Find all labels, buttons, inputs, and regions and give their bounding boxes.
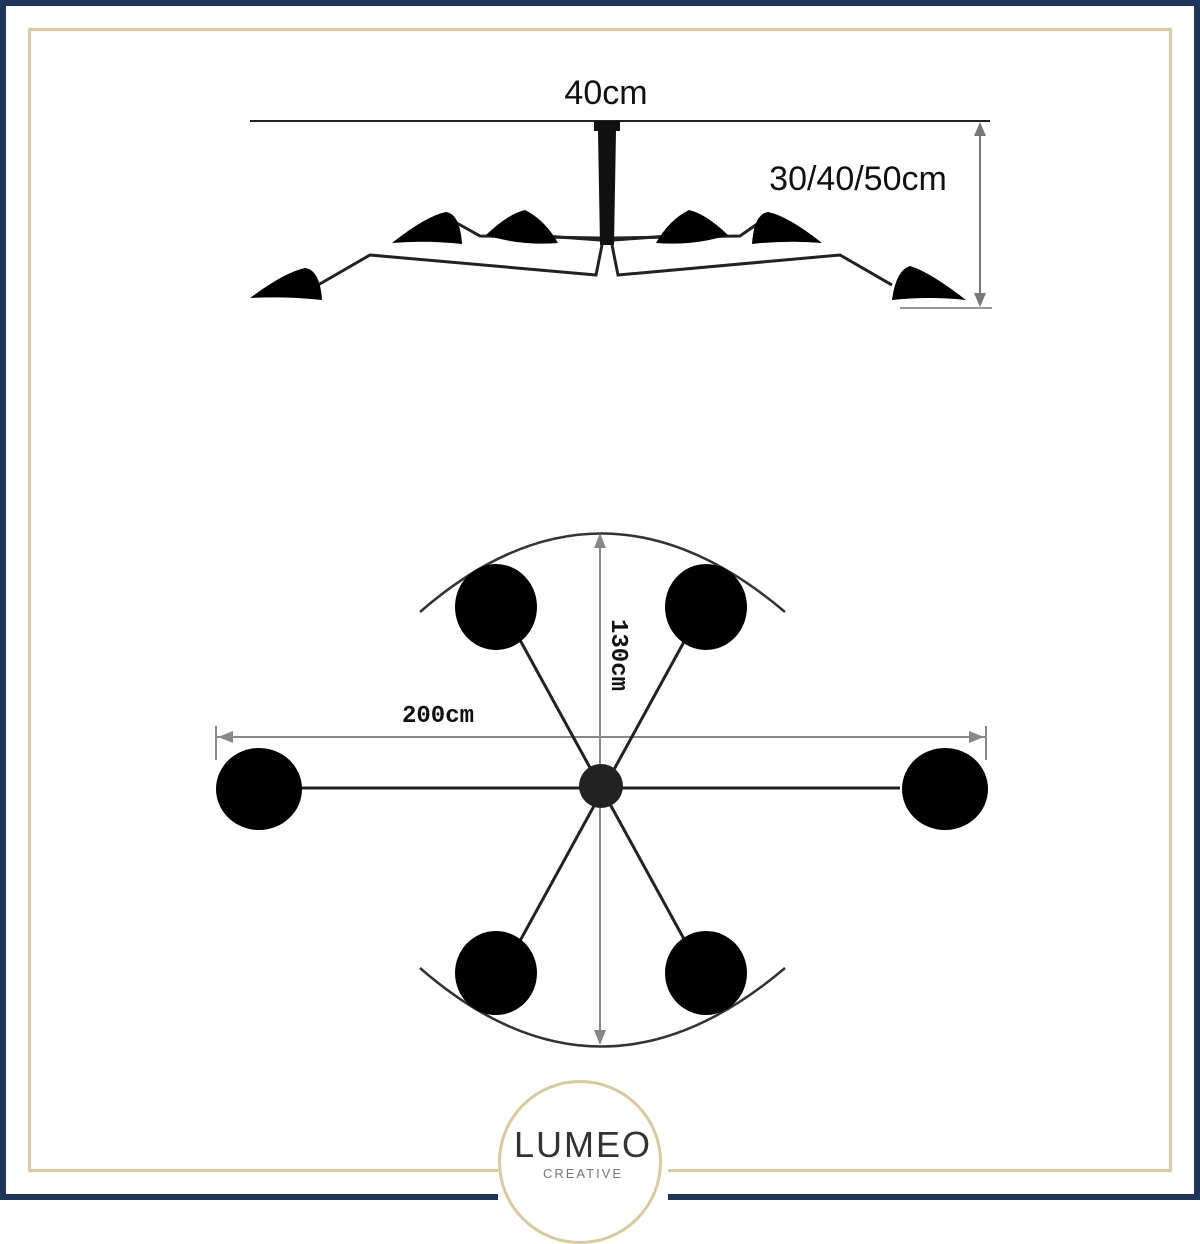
side-elevation: 40cm 30/40/50cm <box>250 74 992 309</box>
top-width-label: 40cm <box>564 74 647 112</box>
lamp-shade-icon <box>455 564 537 650</box>
arrow-up-icon <box>594 533 606 548</box>
lamp-shade-icon <box>392 212 462 244</box>
lamp-shade-icon <box>656 210 728 244</box>
brand-logo: LUMEO CREATIVE <box>498 1080 668 1244</box>
plan-shades <box>216 564 988 1015</box>
lamp-shade-icon <box>250 268 322 300</box>
plan-width-label: 200cm <box>402 703 474 730</box>
canopy <box>594 121 620 131</box>
lamp-shade-icon <box>752 212 822 244</box>
arrow-right-icon <box>969 731 984 743</box>
drop-height-label: 30/40/50cm <box>769 160 947 198</box>
arrow-down-icon <box>974 293 986 307</box>
center-hub <box>579 764 623 808</box>
arrow-down-icon <box>594 1030 606 1045</box>
logo-subtitle: CREATIVE <box>542 1166 624 1181</box>
lamp-shade-icon <box>216 748 302 830</box>
arrow-up-icon <box>974 122 986 136</box>
lamp-shade-icon <box>892 266 966 300</box>
stem <box>598 131 616 245</box>
side-arms <box>317 220 893 287</box>
logo-name: LUMEO <box>513 1124 653 1165</box>
side-shades <box>250 210 966 300</box>
plan-depth-label: 130cm <box>604 619 631 691</box>
lamp-shade-icon <box>455 931 537 1015</box>
lamp-shade-icon <box>902 748 988 830</box>
arrow-left-icon <box>218 731 233 743</box>
lamp-shade-icon <box>665 564 747 650</box>
lamp-shade-icon <box>486 210 558 244</box>
plan-view: 130cm 200cm <box>215 532 988 1048</box>
chandelier-diagram: 40cm 30/40/50cm <box>215 74 992 1048</box>
lamp-shade-icon <box>665 931 747 1015</box>
outline-arc-bottom <box>419 967 786 1048</box>
